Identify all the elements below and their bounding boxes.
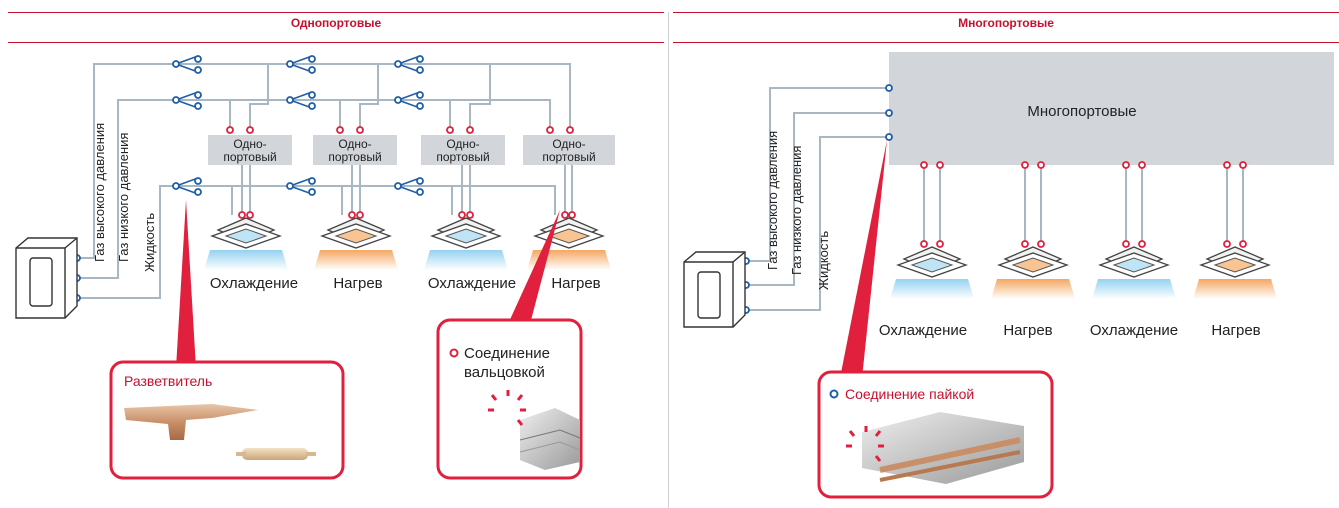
left-indoor-unit-3-cool [424,217,508,270]
callout-brazed-label: Соединение пайкой [845,386,974,402]
right-indoor-unit-1-cool [890,246,974,299]
right-header-top-line [673,12,1339,13]
left-mode-labels: Охлаждение Нагрев Охлаждение Нагрев [210,275,601,292]
branch-kit-photo [124,404,316,460]
multi-port-box [889,52,1334,165]
single-port-box-3 [421,135,505,165]
left-pipes [77,63,573,299]
left-label-low-gas: Газ низкого давления [116,133,131,262]
right-flare-ports [920,161,1247,248]
right-indoor-unit-3-cool [1092,246,1176,299]
right-mode-label-3: Охлаждение [1090,322,1178,339]
single-port-box-2 [313,135,397,165]
callout-branch-label: Разветвитель [124,373,212,389]
left-indoor-unit-1-cool [204,217,288,270]
left-label-liquid: Жидкость [142,213,157,272]
box2-label-line2: портовый [328,150,381,164]
left-outdoor-unit [15,237,78,319]
single-port-boxes [208,135,615,165]
box1-label-line2: портовый [223,150,276,164]
right-pipes [746,87,1244,311]
left-indoor-units [204,217,611,270]
right-indoor-unit-4-heat [1193,246,1277,299]
right-indoor-units [890,246,1277,299]
box3-label-line1: Одно- [446,137,479,151]
brazed-photo [846,412,1024,484]
right-pipe-labels: Газ высокого давления Газ низкого давлен… [765,131,831,290]
callout-flare-line1: Соединение [464,345,550,362]
right-mode-label-4: Нагрев [1211,322,1260,339]
left-brazed-ports [73,55,424,302]
box2-label-line1: Одно- [338,137,371,151]
box4-label-line2: портовый [542,150,595,164]
right-header-title: Многопортовые [958,16,1054,30]
single-port-box-labels: Одно- портовый Одно- портовый Одно- порт… [223,137,595,164]
right-label-high-gas: Газ высокого давления [765,131,780,270]
right-header-bottom-line [673,42,1339,43]
left-flare-ports [226,126,576,219]
single-port-box-1 [208,135,292,165]
box3-label-line2: портовый [436,150,489,164]
right-mode-label-1: Охлаждение [879,322,967,339]
callout-brazed: Соединение пайкой [817,140,1054,499]
callout-branch: Разветвитель [109,200,345,480]
left-branch-kits [175,55,421,195]
multi-port-box-label: Многопортовые [1027,103,1136,120]
left-mode-label-3: Охлаждение [428,275,516,292]
callout-flare-line2: вальцовкой [464,364,545,381]
callout-flare: Соединение вальцовкой [436,210,583,480]
flare-photo [488,390,581,470]
left-header-bottom-line [8,42,664,43]
left-mode-label-1: Охлаждение [210,275,298,292]
left-mode-label-2: Нагрев [333,275,382,292]
brazed-port-icon [829,389,839,399]
right-mode-labels: Охлаждение Нагрев Охлаждение Нагрев [879,322,1261,339]
flare-port-icon [449,348,459,358]
left-indoor-unit-2-heat [314,217,398,270]
right-label-low-gas: Газ низкого давления [789,146,804,275]
left-label-high-gas: Газ высокого давления [92,123,107,262]
right-label-liquid: Жидкость [816,231,831,290]
box4-label-line1: Одно- [552,137,585,151]
box1-label-line1: Одно- [233,137,266,151]
right-mode-label-2: Нагрев [1003,322,1052,339]
left-header-title: Однопортовые [290,16,382,30]
left-header-top-line [8,12,664,13]
left-pipe-labels: Газ высокого давления Газ низкого давлен… [92,123,157,272]
panel-divider [668,12,669,508]
left-mode-label-4: Нагрев [551,275,600,292]
single-port-box-4 [523,135,615,165]
right-indoor-unit-2-heat [991,246,1075,299]
right-outdoor-unit [683,251,746,328]
